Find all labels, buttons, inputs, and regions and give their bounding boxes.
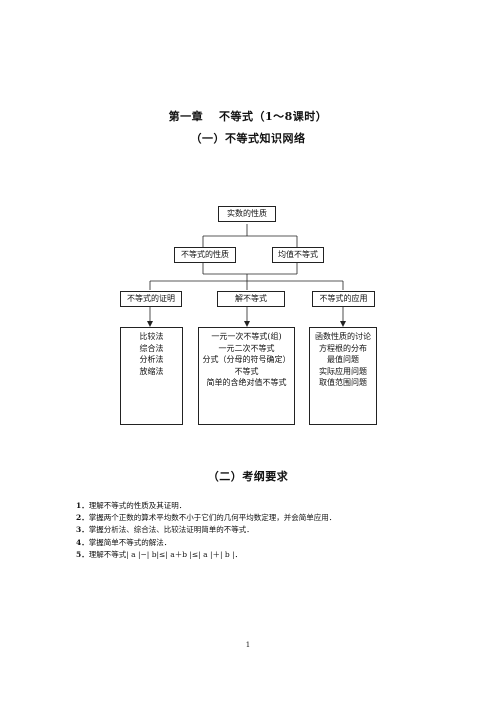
node-inequality-properties: 不等式的性质 [174,247,236,263]
proof-method-item: 分析法 [139,355,164,364]
requirement-text: 掌握分析法、综合法、比较法证明简单的不等式． [88,525,254,535]
requirement-number: 3． [76,525,89,535]
application-item: 方程根的分布 [319,343,367,353]
requirement-text: 理解不等式| a |−| b|≤| a＋b |≤| a |＋| b |． [88,549,243,559]
node-solve-inequality: 解不等式 [217,291,285,307]
solve-item: 不等式 [234,366,259,376]
node-inequality-proof: 不等式的证明 [120,291,182,307]
requirement-item: 5．理解不等式| a |−| b|≤| a＋b |≤| a |＋| b |． [76,549,476,561]
requirement-item: 3．掌握分析法、综合法、比较法证明简单的不等式． [76,524,476,536]
requirement-text: 掌握简单不等式的解法． [88,537,172,547]
section-title-requirements: （二）考纲要求 [207,470,289,483]
requirement-text: 理解不等式的性质及其证明． [88,501,187,510]
solve-item: 简单的含绝对值不等式 [206,378,287,387]
proof-methods-box: 比较法 综合法 分析法 放缩法 [120,327,183,425]
proof-method-item: 综合法 [139,343,164,353]
section-title-network: （一）不等式知识网络 [190,132,306,145]
proof-method-item: 比较法 [139,332,164,341]
requirement-text: 掌握两个正数的算术平均数不小于它们的几何平均数定理，并会简单应用． [88,513,337,523]
requirements-list: 1．理解不等式的性质及其证明． 2．掌握两个正数的算术平均数不小于它们的几何平均… [76,500,476,561]
solve-item: 分式（分母的符号确定） [202,355,291,364]
requirement-number: 4． [76,537,89,547]
application-item: 实际应用问题 [319,366,367,376]
solve-item: 一元一次不等式(组) [211,332,282,341]
application-items-box: 函数性质的讨论 方程根的分布 最值问题 实际应用问题 取值范围问题 [309,327,377,425]
application-item: 取值范围问题 [319,378,367,387]
requirement-number: 2． [76,513,89,523]
node-mean-inequality: 均值不等式 [272,247,324,263]
requirement-item: 2．掌握两个正数的算术平均数不小于它们的几何平均数定理，并会简单应用． [76,512,476,524]
application-item: 函数性质的讨论 [315,332,371,341]
requirement-item: 1．理解不等式的性质及其证明． [76,500,476,512]
node-inequality-application: 不等式的应用 [312,291,375,307]
requirement-number: 5． [76,549,89,559]
proof-method-item: 放缩法 [139,366,164,376]
requirement-number: 1． [76,501,89,510]
page-number: 1 [245,641,251,649]
node-real-number-properties: 实数的性质 [218,206,276,222]
requirement-item: 4．掌握简单不等式的解法． [76,537,476,549]
solve-item: 一元二次不等式 [218,343,275,353]
solve-items-box: 一元一次不等式(组) 一元二次不等式 分式（分母的符号确定） 不等式 简单的含绝… [198,327,295,425]
application-item: 最值问题 [327,355,359,364]
chapter-title: 第一章 不等式（1～8课时） [168,110,328,123]
